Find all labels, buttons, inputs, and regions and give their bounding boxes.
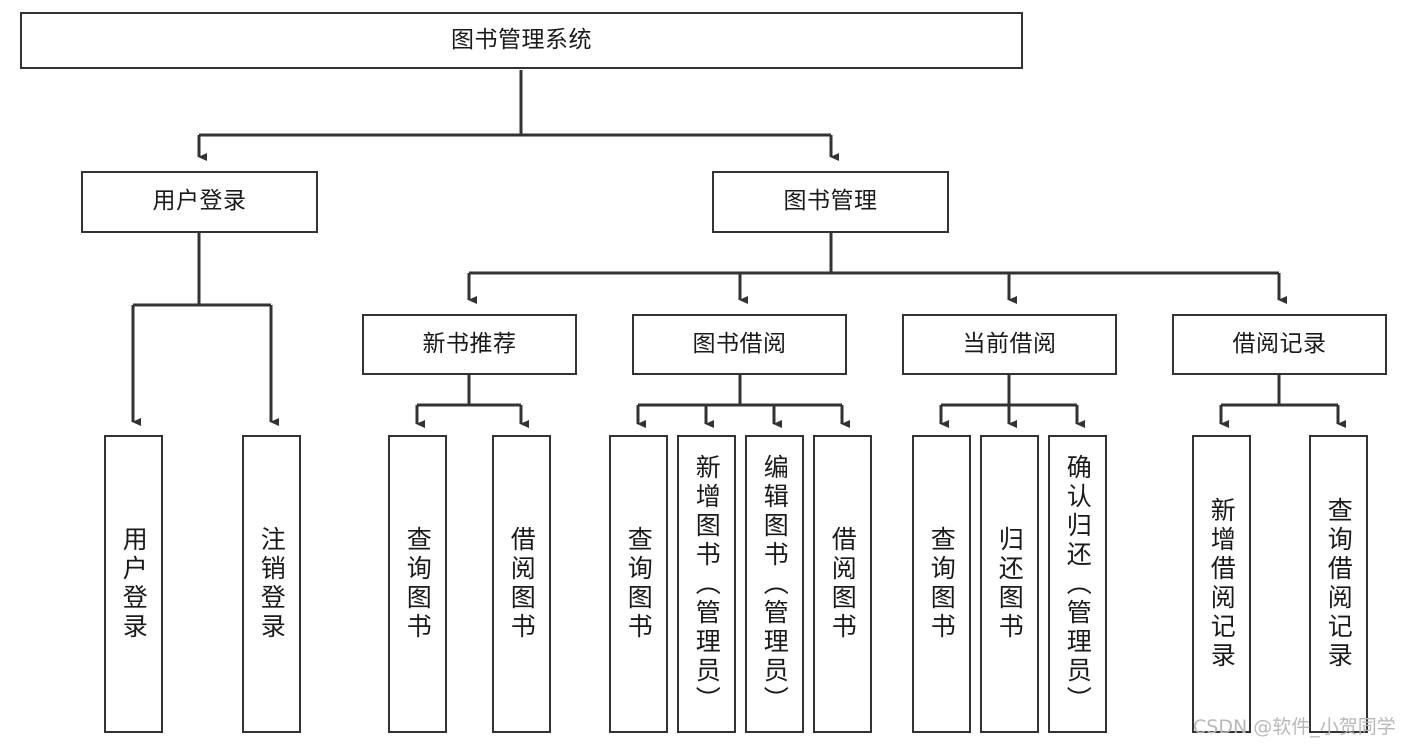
node-new-book-recommend-label: 新书推荐	[422, 330, 517, 357]
node-leaf-confirm-return-label: 确认归还（管理员）	[1063, 453, 1093, 715]
node-leaf-add-book[interactable]: 新增图书（管理员）	[677, 435, 736, 733]
csdn-watermark: CSDN @软件_小贺同学	[1193, 716, 1396, 738]
node-leaf-logout[interactable]: 注销登录	[242, 435, 301, 733]
node-borrow-record-label: 借阅记录	[1232, 330, 1327, 357]
node-leaf-query-book-2-label: 查询图书	[624, 526, 654, 642]
node-leaf-query-book-3[interactable]: 查询图书	[912, 435, 971, 733]
node-leaf-edit-book-label: 编辑图书（管理员）	[760, 453, 790, 715]
node-book-borrow[interactable]: 图书借阅	[632, 314, 847, 375]
node-leaf-edit-book[interactable]: 编辑图书（管理员）	[745, 435, 804, 733]
node-leaf-borrow-book-2-label: 借阅图书	[828, 526, 858, 642]
node-leaf-borrow-book-2[interactable]: 借阅图书	[813, 435, 872, 733]
node-root[interactable]: 图书管理系统	[20, 12, 1023, 69]
node-book-borrow-label: 图书借阅	[692, 330, 787, 357]
node-leaf-confirm-return[interactable]: 确认归还（管理员）	[1048, 435, 1107, 733]
node-leaf-query-book-1-label: 查询图书	[403, 526, 433, 642]
node-root-label: 图书管理系统	[451, 26, 592, 53]
node-current-borrow-label: 当前借阅	[962, 330, 1057, 357]
node-leaf-query-record[interactable]: 查询借阅记录	[1309, 435, 1368, 733]
node-leaf-query-book-1[interactable]: 查询图书	[388, 435, 447, 733]
node-leaf-borrow-book-1[interactable]: 借阅图书	[492, 435, 551, 733]
node-leaf-add-record-label: 新增借阅记录	[1207, 497, 1237, 671]
node-leaf-user-login[interactable]: 用户登录	[104, 435, 163, 733]
node-user-login[interactable]: 用户登录	[81, 171, 318, 233]
node-leaf-add-record[interactable]: 新增借阅记录	[1192, 435, 1251, 733]
node-current-borrow[interactable]: 当前借阅	[902, 314, 1117, 375]
node-leaf-add-book-label: 新增图书（管理员）	[692, 453, 722, 715]
node-leaf-logout-label: 注销登录	[257, 526, 287, 642]
node-book-manage[interactable]: 图书管理	[712, 171, 949, 233]
node-new-book-recommend[interactable]: 新书推荐	[362, 314, 577, 375]
node-leaf-query-book-2[interactable]: 查询图书	[609, 435, 668, 733]
node-user-login-label: 用户登录	[152, 188, 247, 215]
node-leaf-return-book[interactable]: 归还图书	[980, 435, 1039, 733]
node-leaf-return-book-label: 归还图书	[995, 526, 1025, 642]
node-leaf-borrow-book-1-label: 借阅图书	[507, 526, 537, 642]
node-leaf-query-record-label: 查询借阅记录	[1324, 497, 1354, 671]
node-book-manage-label: 图书管理	[783, 188, 878, 215]
node-leaf-user-login-label: 用户登录	[119, 526, 149, 642]
node-leaf-query-book-3-label: 查询图书	[927, 526, 957, 642]
node-borrow-record[interactable]: 借阅记录	[1172, 314, 1387, 375]
